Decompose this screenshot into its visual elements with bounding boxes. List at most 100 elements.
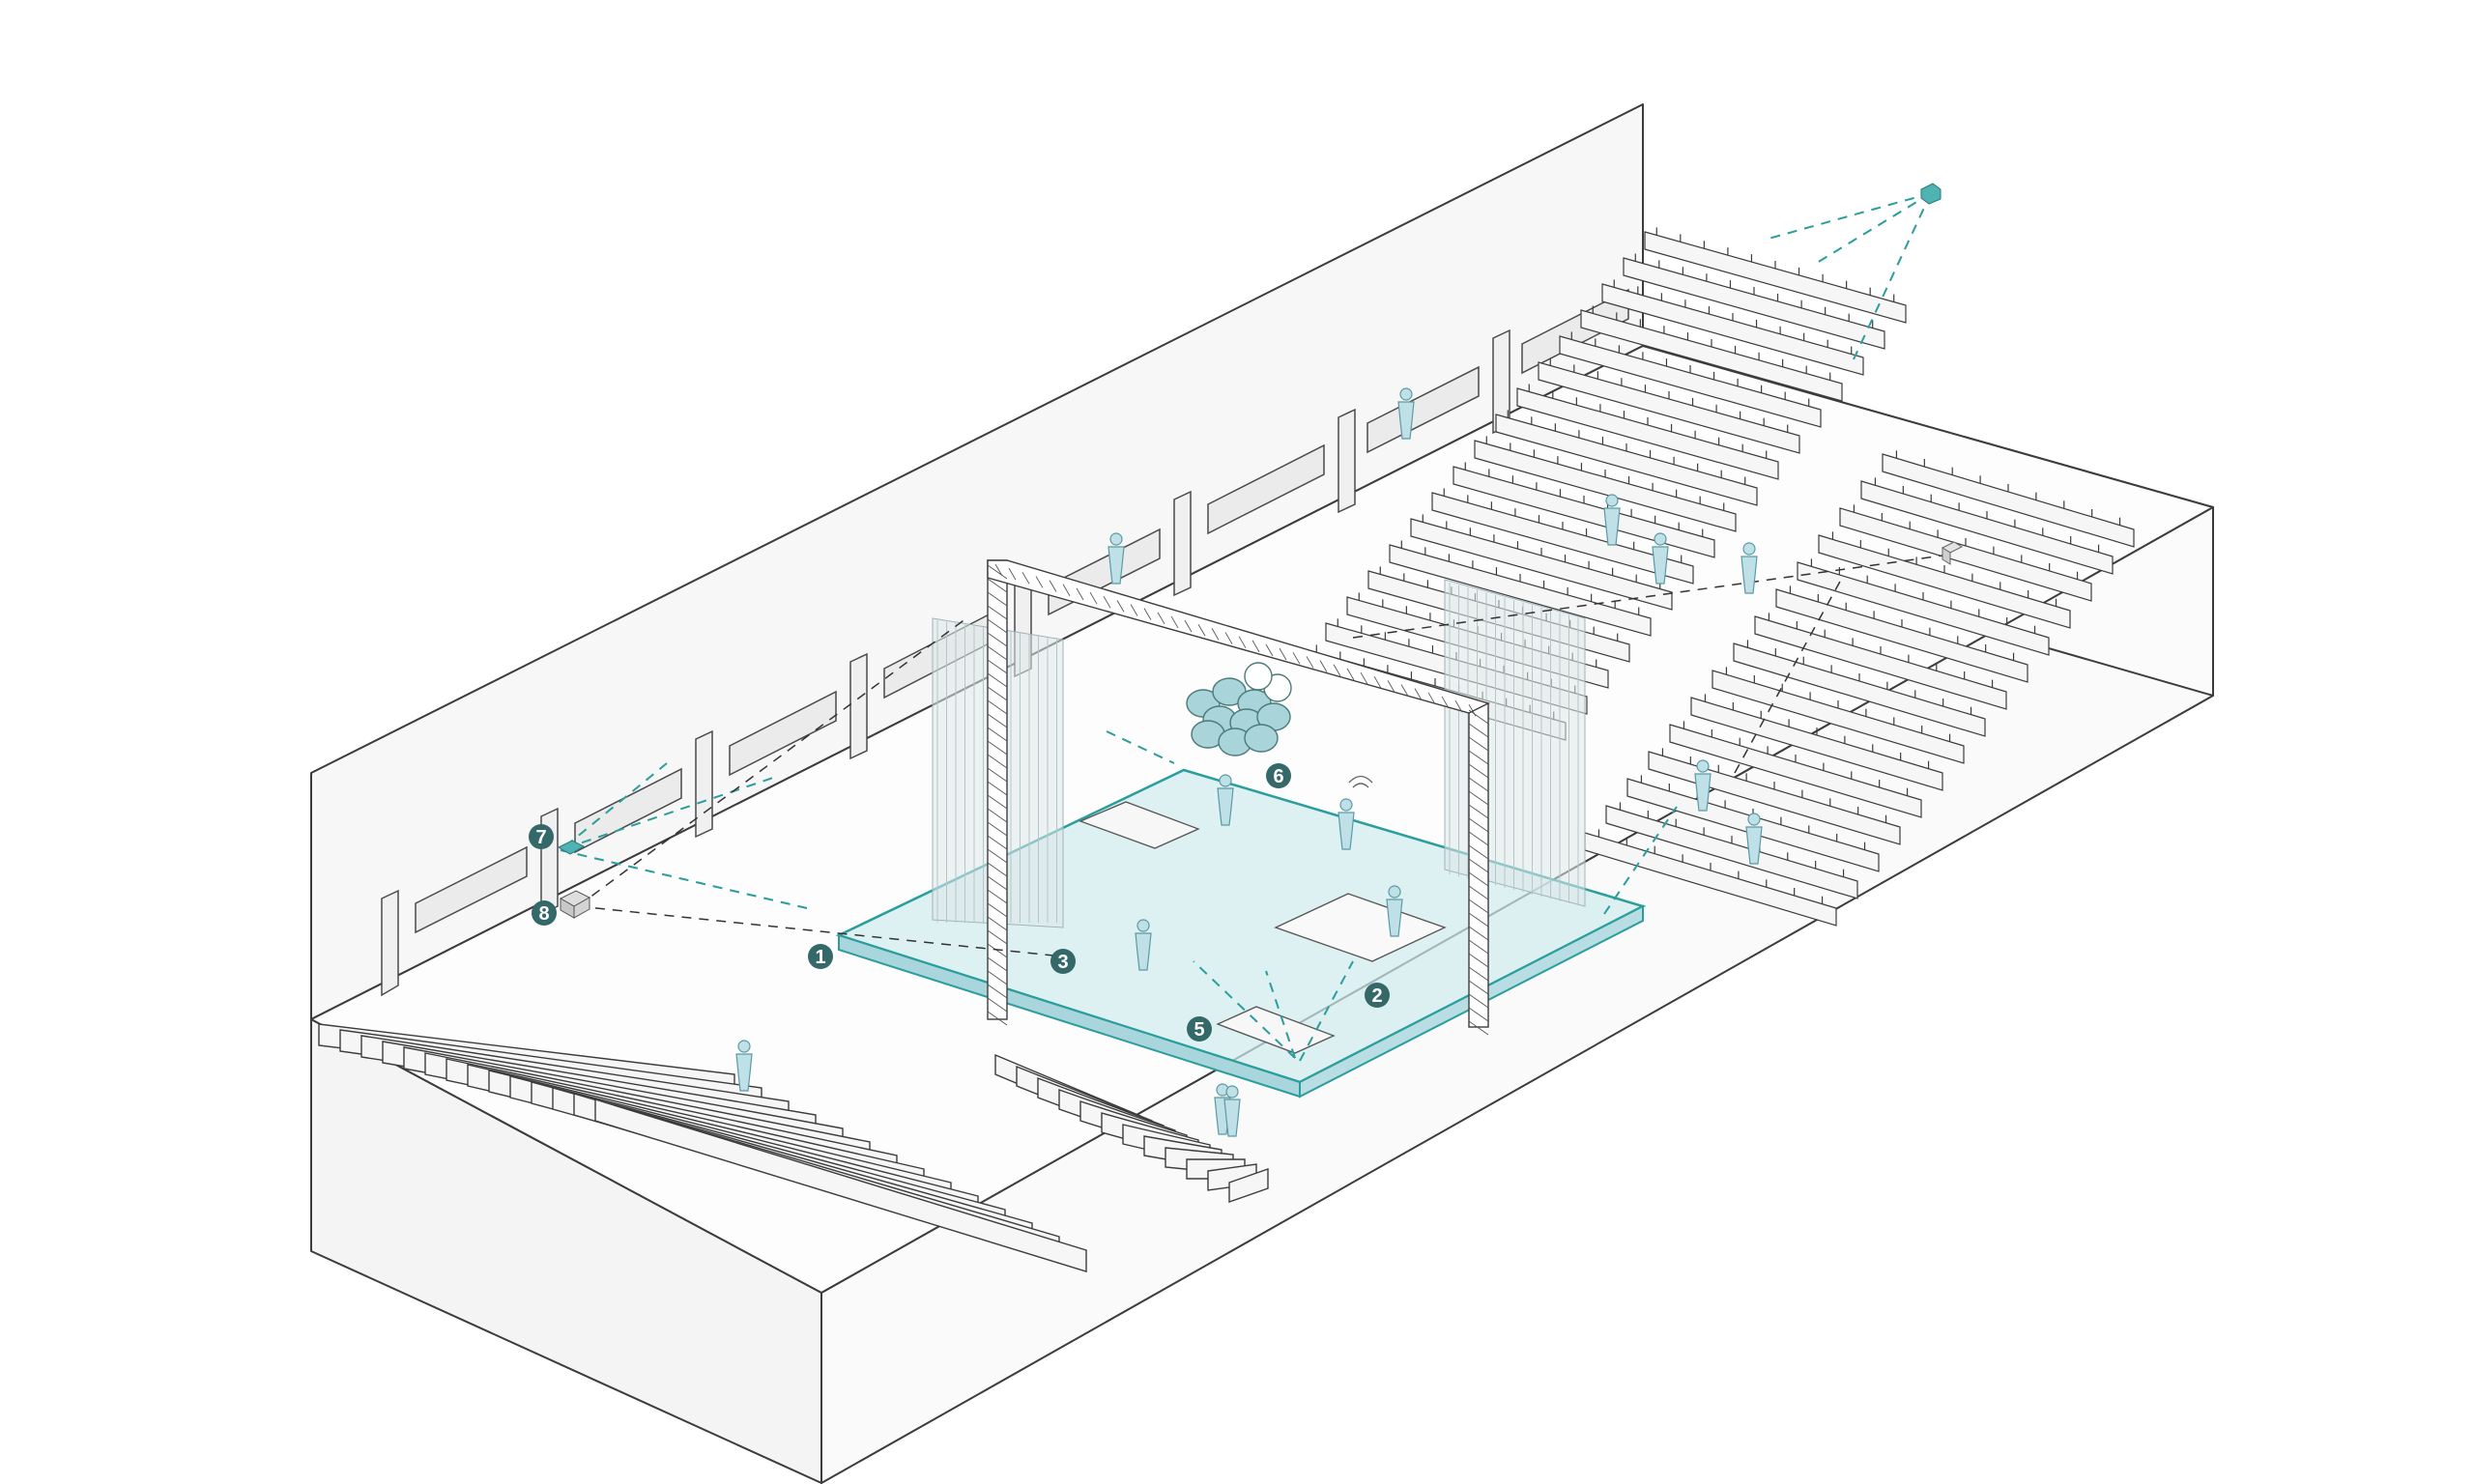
riser [1079, 801, 1200, 849]
truss-strut [987, 916, 1008, 931]
seat-row [1712, 670, 1965, 764]
seat-row [594, 1099, 1087, 1272]
truss-strut [987, 794, 1008, 810]
marker-2: 2 [1365, 983, 1390, 1008]
truss-strut [1468, 980, 1489, 995]
sightline [1816, 192, 1932, 264]
person-icon [1135, 919, 1152, 971]
column [1173, 490, 1192, 597]
truss-strut [1197, 624, 1206, 637]
seat-row [1538, 361, 1800, 454]
person-icon [1652, 532, 1669, 585]
projector-icon [557, 840, 586, 855]
truss-strut [1468, 939, 1489, 955]
truss-strut [987, 862, 1008, 877]
truss-strut [1021, 572, 1030, 585]
seat-row [1431, 492, 1694, 585]
seat-row [1860, 480, 2114, 575]
sightline [564, 777, 774, 849]
truss-strut [1130, 604, 1138, 616]
balloon-cluster-icon [1186, 662, 1292, 756]
marker-5: 5 [1187, 1016, 1212, 1042]
truss-strut [1468, 790, 1489, 806]
truss-strut [1265, 643, 1274, 657]
truss-strut [1468, 1020, 1489, 1036]
truss-strut [994, 563, 1003, 577]
opening [415, 845, 528, 934]
truss-strut [1387, 680, 1395, 693]
truss-strut [1468, 736, 1489, 752]
seat-row [1516, 387, 1779, 480]
sightline [1768, 192, 1932, 240]
truss-strut [1089, 591, 1098, 605]
person-icon [1338, 798, 1355, 850]
truss-strut [1427, 692, 1436, 705]
column [1338, 408, 1356, 514]
truss-strut [1103, 595, 1111, 609]
truss-strut [1360, 671, 1368, 685]
truss-strut [1468, 723, 1489, 738]
curtain-right [1444, 579, 1586, 907]
truss-strut [987, 686, 1008, 701]
truss-strut [987, 835, 1008, 850]
drum-riser [1274, 893, 1447, 962]
marker-6: 6 [1266, 763, 1291, 788]
truss-strut [1468, 831, 1489, 846]
truss-strut [1238, 636, 1247, 648]
truss-strut [987, 659, 1008, 674]
marker-7: 7 [529, 824, 554, 849]
truss-strut [1414, 688, 1423, 700]
truss-strut [987, 1011, 1008, 1026]
seat-row [1797, 561, 2050, 656]
seat-row [1495, 414, 1758, 506]
truss-strut [987, 889, 1008, 904]
sightline [1193, 960, 1296, 1059]
marker-7-label: 7 [535, 827, 546, 848]
speaker-icon [1941, 541, 1964, 565]
truss-strut [987, 645, 1008, 661]
truss-strut [987, 672, 1008, 688]
sightline [1106, 730, 1175, 764]
truss-strut [1441, 696, 1450, 709]
marker-1-label: 1 [815, 947, 825, 968]
truss-strut [1454, 699, 1463, 713]
truss-strut [987, 591, 1008, 607]
truss-strut [1333, 664, 1341, 676]
marker-3: 3 [1050, 949, 1076, 974]
camera-icon [1920, 183, 1942, 205]
truss-strut [1170, 615, 1179, 629]
truss-strut [1211, 628, 1220, 641]
truss-strut [1319, 660, 1328, 672]
truss-strut [1251, 640, 1260, 653]
seat-row [1228, 1168, 1269, 1203]
seat-row [1559, 335, 1822, 428]
seat-row [1410, 518, 1673, 611]
devices [557, 183, 1964, 919]
truss-strut [987, 605, 1008, 620]
truss-strut [987, 618, 1008, 634]
speaker-icon [559, 890, 591, 919]
truss-strut [1306, 656, 1314, 669]
riser [1216, 1006, 1336, 1054]
sightline [577, 617, 967, 907]
truss-strut [1035, 576, 1044, 588]
truss-strut [1468, 993, 1489, 1009]
seat-row [1623, 257, 1885, 350]
seat-row [1669, 724, 1922, 818]
seat-row [1818, 534, 2071, 629]
opening [1207, 443, 1325, 535]
truss-strut [987, 875, 1008, 891]
truss-strut [987, 564, 1008, 580]
truss-strut [987, 767, 1008, 783]
truss-strut [1468, 966, 1489, 982]
truss-strut [987, 821, 1008, 837]
seat-row [1733, 642, 1986, 737]
truss-strut [987, 632, 1008, 647]
marker-8-label: 8 [538, 903, 549, 925]
person-icon [1386, 885, 1403, 937]
truss-strut [1468, 871, 1489, 887]
person-icon [1603, 494, 1621, 546]
sightline [1853, 192, 1932, 360]
column [381, 889, 399, 997]
